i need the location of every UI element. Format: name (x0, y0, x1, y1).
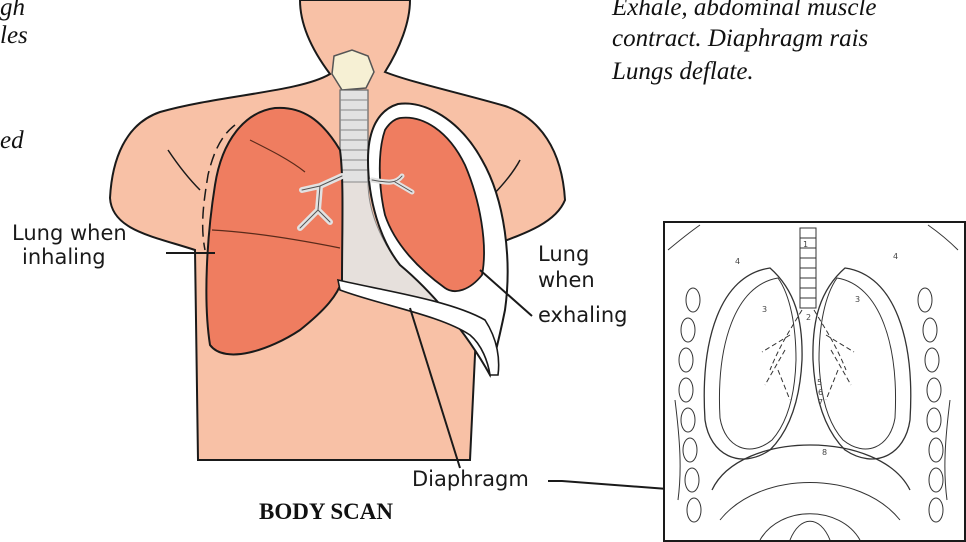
larynx (332, 50, 374, 90)
label-lung-exhaling-3: exhaling (538, 303, 627, 327)
scan-number: 3 (855, 295, 860, 304)
label-lung-inhaling-2: inhaling (22, 245, 106, 269)
exhale-note-line-3: Lungs deflate. (612, 56, 754, 87)
scan-number: 7 (818, 398, 823, 407)
scan-number: 8 (822, 448, 827, 457)
trachea (340, 90, 368, 185)
label-lung-inhaling-1: Lung when (12, 221, 127, 245)
scan-number: 4 (735, 257, 740, 266)
body-scan-panel: 1 2 3 3 4 4 5 6 7 8 (664, 222, 965, 541)
scan-number: 1 (803, 240, 808, 249)
scan-number: 6 (818, 388, 823, 397)
scan-number: 3 (762, 305, 767, 314)
left-note-line-2: les (0, 20, 28, 51)
exhale-note-line-1: Exhale, abdominal muscle (612, 0, 877, 23)
scan-number: 5 (817, 378, 822, 387)
label-lung-exhaling-2: when (538, 268, 595, 292)
label-diaphragm: Diaphragm (412, 467, 529, 491)
left-note-line-3: ed (0, 125, 24, 156)
body-scan-caption: BODY SCAN (259, 499, 393, 525)
exhale-note-line-2: contract. Diaphragm rais (612, 23, 868, 54)
label-lung-exhaling-1: Lung (538, 242, 589, 266)
scan-number: 4 (893, 252, 898, 261)
scan-number: 2 (806, 313, 811, 322)
